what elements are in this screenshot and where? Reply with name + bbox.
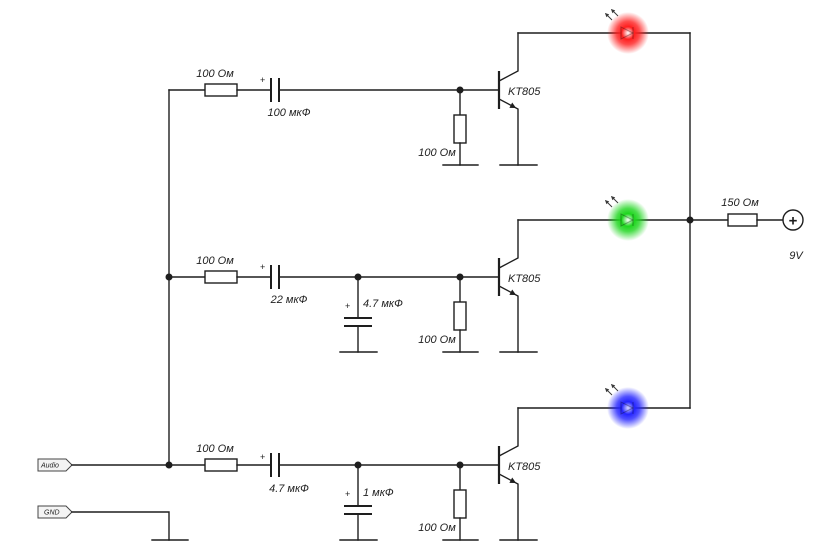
emitter-arrow-icon bbox=[509, 289, 517, 295]
audio-input-tag bbox=[37, 458, 73, 472]
base-resistor bbox=[453, 301, 467, 331]
supply-terminal bbox=[782, 209, 804, 231]
input-section: Audio GND bbox=[37, 458, 189, 541]
channel-blue: 100 Ом + 4.7 мкФ + 1 мкФ 100 Ом bbox=[168, 384, 691, 541]
diode-triangle bbox=[620, 213, 635, 227]
base-resistor-label: 100 Ом bbox=[418, 334, 456, 346]
series-resistor bbox=[204, 83, 238, 97]
gnd-input-label: GND bbox=[44, 510, 60, 517]
led-glow bbox=[607, 12, 649, 54]
filter-capacitor-label: 4.7 мкФ bbox=[363, 298, 403, 310]
coupling-capacitor-polarity: + bbox=[260, 75, 265, 85]
transistor bbox=[497, 219, 538, 353]
emission-arrowhead bbox=[605, 13, 610, 18]
supply-section: 150 Ом + 9V bbox=[689, 197, 804, 262]
transistor bbox=[497, 32, 538, 166]
coupling-capacitor-label: 4.7 мкФ bbox=[269, 483, 309, 495]
light-emission-arrows-icon bbox=[605, 9, 619, 21]
coupling-capacitor-polarity: + bbox=[260, 262, 265, 272]
light-emission-arrows-icon bbox=[605, 384, 619, 396]
emission-arrowhead bbox=[605, 388, 610, 393]
emission-arrowhead bbox=[611, 196, 616, 201]
channel-red: 100 Ом + 100 мкФ 100 Ом KT805 bbox=[168, 9, 691, 166]
red-led-icon bbox=[605, 9, 649, 54]
channel-green: 100 Ом + 22 мкФ + 4.7 мкФ 100 Ом bbox=[168, 196, 691, 353]
led-glow bbox=[607, 199, 649, 241]
series-resistor bbox=[204, 270, 238, 284]
emitter-wire bbox=[498, 473, 519, 541]
audio-input-label: Audio bbox=[40, 463, 59, 470]
filter-capacitor-label: 1 мкФ bbox=[363, 487, 394, 499]
blue-led-icon bbox=[605, 384, 649, 429]
collector-wire bbox=[498, 219, 519, 269]
coupling-capacitor-label: 100 мкФ bbox=[268, 107, 311, 119]
green-led-icon bbox=[605, 196, 649, 241]
emitter-arrow-icon bbox=[509, 102, 517, 108]
gnd-wire bbox=[71, 511, 170, 541]
filter-capacitor-polarity: + bbox=[345, 489, 350, 499]
supply-terminal-plus: + bbox=[789, 213, 798, 230]
light-emission-arrows-icon bbox=[605, 196, 619, 208]
collector-wire bbox=[498, 32, 519, 82]
gnd-input-tag bbox=[37, 505, 73, 519]
transistor-label: KT805 bbox=[508, 273, 541, 285]
coupling-capacitor-label: 22 мкФ bbox=[270, 294, 308, 306]
diode-triangle bbox=[620, 401, 635, 415]
supply-resistor-label: 150 Ом bbox=[721, 197, 759, 209]
led-diode-icon bbox=[620, 213, 635, 227]
emission-arrowhead bbox=[611, 9, 616, 14]
emission-arrowhead bbox=[611, 384, 616, 389]
series-resistor-label: 100 Ом bbox=[196, 443, 234, 455]
collector-wire bbox=[498, 407, 519, 457]
diode-triangle bbox=[620, 26, 635, 40]
series-resistor-label: 100 Ом bbox=[196, 68, 234, 80]
series-resistor-label: 100 Ом bbox=[196, 255, 234, 267]
base-resistor-label: 100 Ом bbox=[418, 147, 456, 159]
supply-voltage-label: 9V bbox=[789, 250, 804, 262]
emitter-arrow-icon bbox=[509, 477, 517, 483]
emitter-wire bbox=[498, 285, 519, 353]
led-glow bbox=[607, 387, 649, 429]
transistor-label: KT805 bbox=[508, 86, 541, 98]
series-resistor bbox=[204, 458, 238, 472]
led-diode-icon bbox=[620, 26, 635, 40]
filter-capacitor-polarity: + bbox=[345, 301, 350, 311]
transistor bbox=[497, 407, 538, 541]
supply-resistor bbox=[727, 213, 758, 227]
led-diode-icon bbox=[620, 401, 635, 415]
base-resistor bbox=[453, 114, 467, 144]
emission-arrowhead bbox=[605, 200, 610, 205]
base-resistor bbox=[453, 489, 467, 519]
emitter-wire bbox=[498, 98, 519, 166]
transistor-label: KT805 bbox=[508, 461, 541, 473]
coupling-capacitor-polarity: + bbox=[260, 452, 265, 462]
base-resistor-label: 100 Ом bbox=[418, 522, 456, 534]
